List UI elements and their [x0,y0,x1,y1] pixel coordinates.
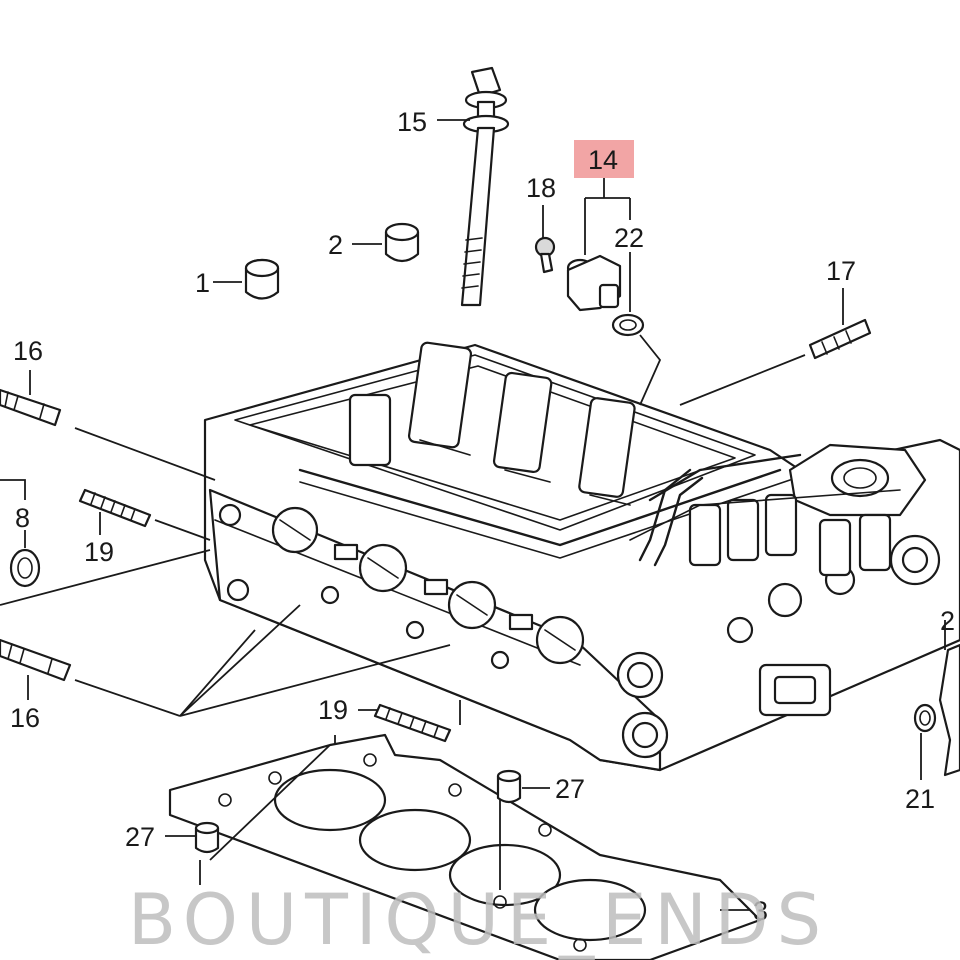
sensor-14 [566,254,622,312]
callout-15: 15 [397,107,427,137]
highlight-box-14 [574,140,634,178]
dowel-19-lower [373,703,452,743]
callout-1: 1 [195,268,210,298]
callout-22: 22 [614,223,644,253]
callout-8: 8 [15,503,30,533]
cap-1 [244,258,280,300]
callout-14: 14 [588,145,618,175]
cap-2 [384,222,420,263]
watermark-text: BOUTIQUE_ENDS [128,879,829,960]
bolt-18 [534,236,556,274]
oring-22 [611,313,645,337]
callout-16-top: 16 [13,336,43,366]
cylinder-head [203,341,960,772]
callouts: 15 14 18 22 2 1 17 16 8 19 16 19 2 21 27… [10,107,955,926]
dowel-27-right [496,769,522,804]
stud-16-top [0,388,62,427]
callout-19-upper: 19 [84,537,114,567]
dowel-19-upper [78,488,152,528]
stud-17 [808,318,872,360]
bracket-2-right [938,643,960,777]
callout-27-left: 27 [125,822,155,852]
callout-2: 2 [328,230,343,260]
oring-8 [9,548,41,588]
head-gasket [168,733,762,960]
callout-19-lower: 19 [318,695,348,725]
callout-2-right: 2 [940,606,955,636]
callout-17: 17 [826,256,856,286]
callout-27-right: 27 [555,774,585,804]
callout-16-bottom: 16 [10,703,40,733]
head-bolt-15 [460,66,510,307]
callout-21: 21 [905,784,935,814]
stud-16-bottom [0,638,72,682]
leader-lines [0,119,946,911]
callout-3: 3 [753,896,768,926]
callout-18: 18 [526,173,556,203]
oring-21 [913,703,937,733]
dowel-27-left [194,821,220,854]
